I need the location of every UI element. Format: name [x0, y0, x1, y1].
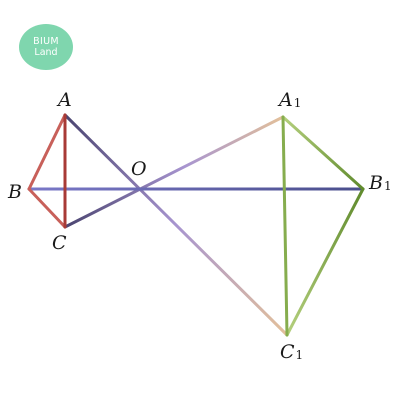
segment-A-O-C1 [63, 113, 289, 337]
segment-A-B [27, 113, 67, 191]
logo-text-line2: Land [34, 46, 58, 58]
segment-C-O-A1 [63, 115, 285, 229]
segment-B1-C1 [285, 187, 365, 337]
label-C1-subscript: 1 [295, 348, 304, 362]
brand-logo: BIUM Land [19, 24, 73, 70]
label-point-O: O [131, 158, 147, 180]
segment-A1-C1 [281, 115, 289, 337]
label-point-B: B [8, 181, 22, 203]
segment-A1-B1 [281, 115, 365, 191]
label-point-C1: C1 [280, 343, 303, 362]
label-A1-base: A [279, 89, 293, 111]
label-A1-subscript: 1 [293, 96, 302, 110]
label-B1-subscript: 1 [383, 179, 392, 193]
label-C1-base: C [280, 341, 295, 363]
label-point-A1: A1 [279, 91, 301, 110]
label-point-C: C [52, 232, 67, 254]
label-point-A: A [58, 89, 72, 111]
label-point-B1: B1 [369, 174, 392, 193]
segment-B-C [27, 187, 67, 229]
label-B1-base: B [369, 172, 383, 194]
logo-text-line1: BIUM [33, 36, 59, 47]
